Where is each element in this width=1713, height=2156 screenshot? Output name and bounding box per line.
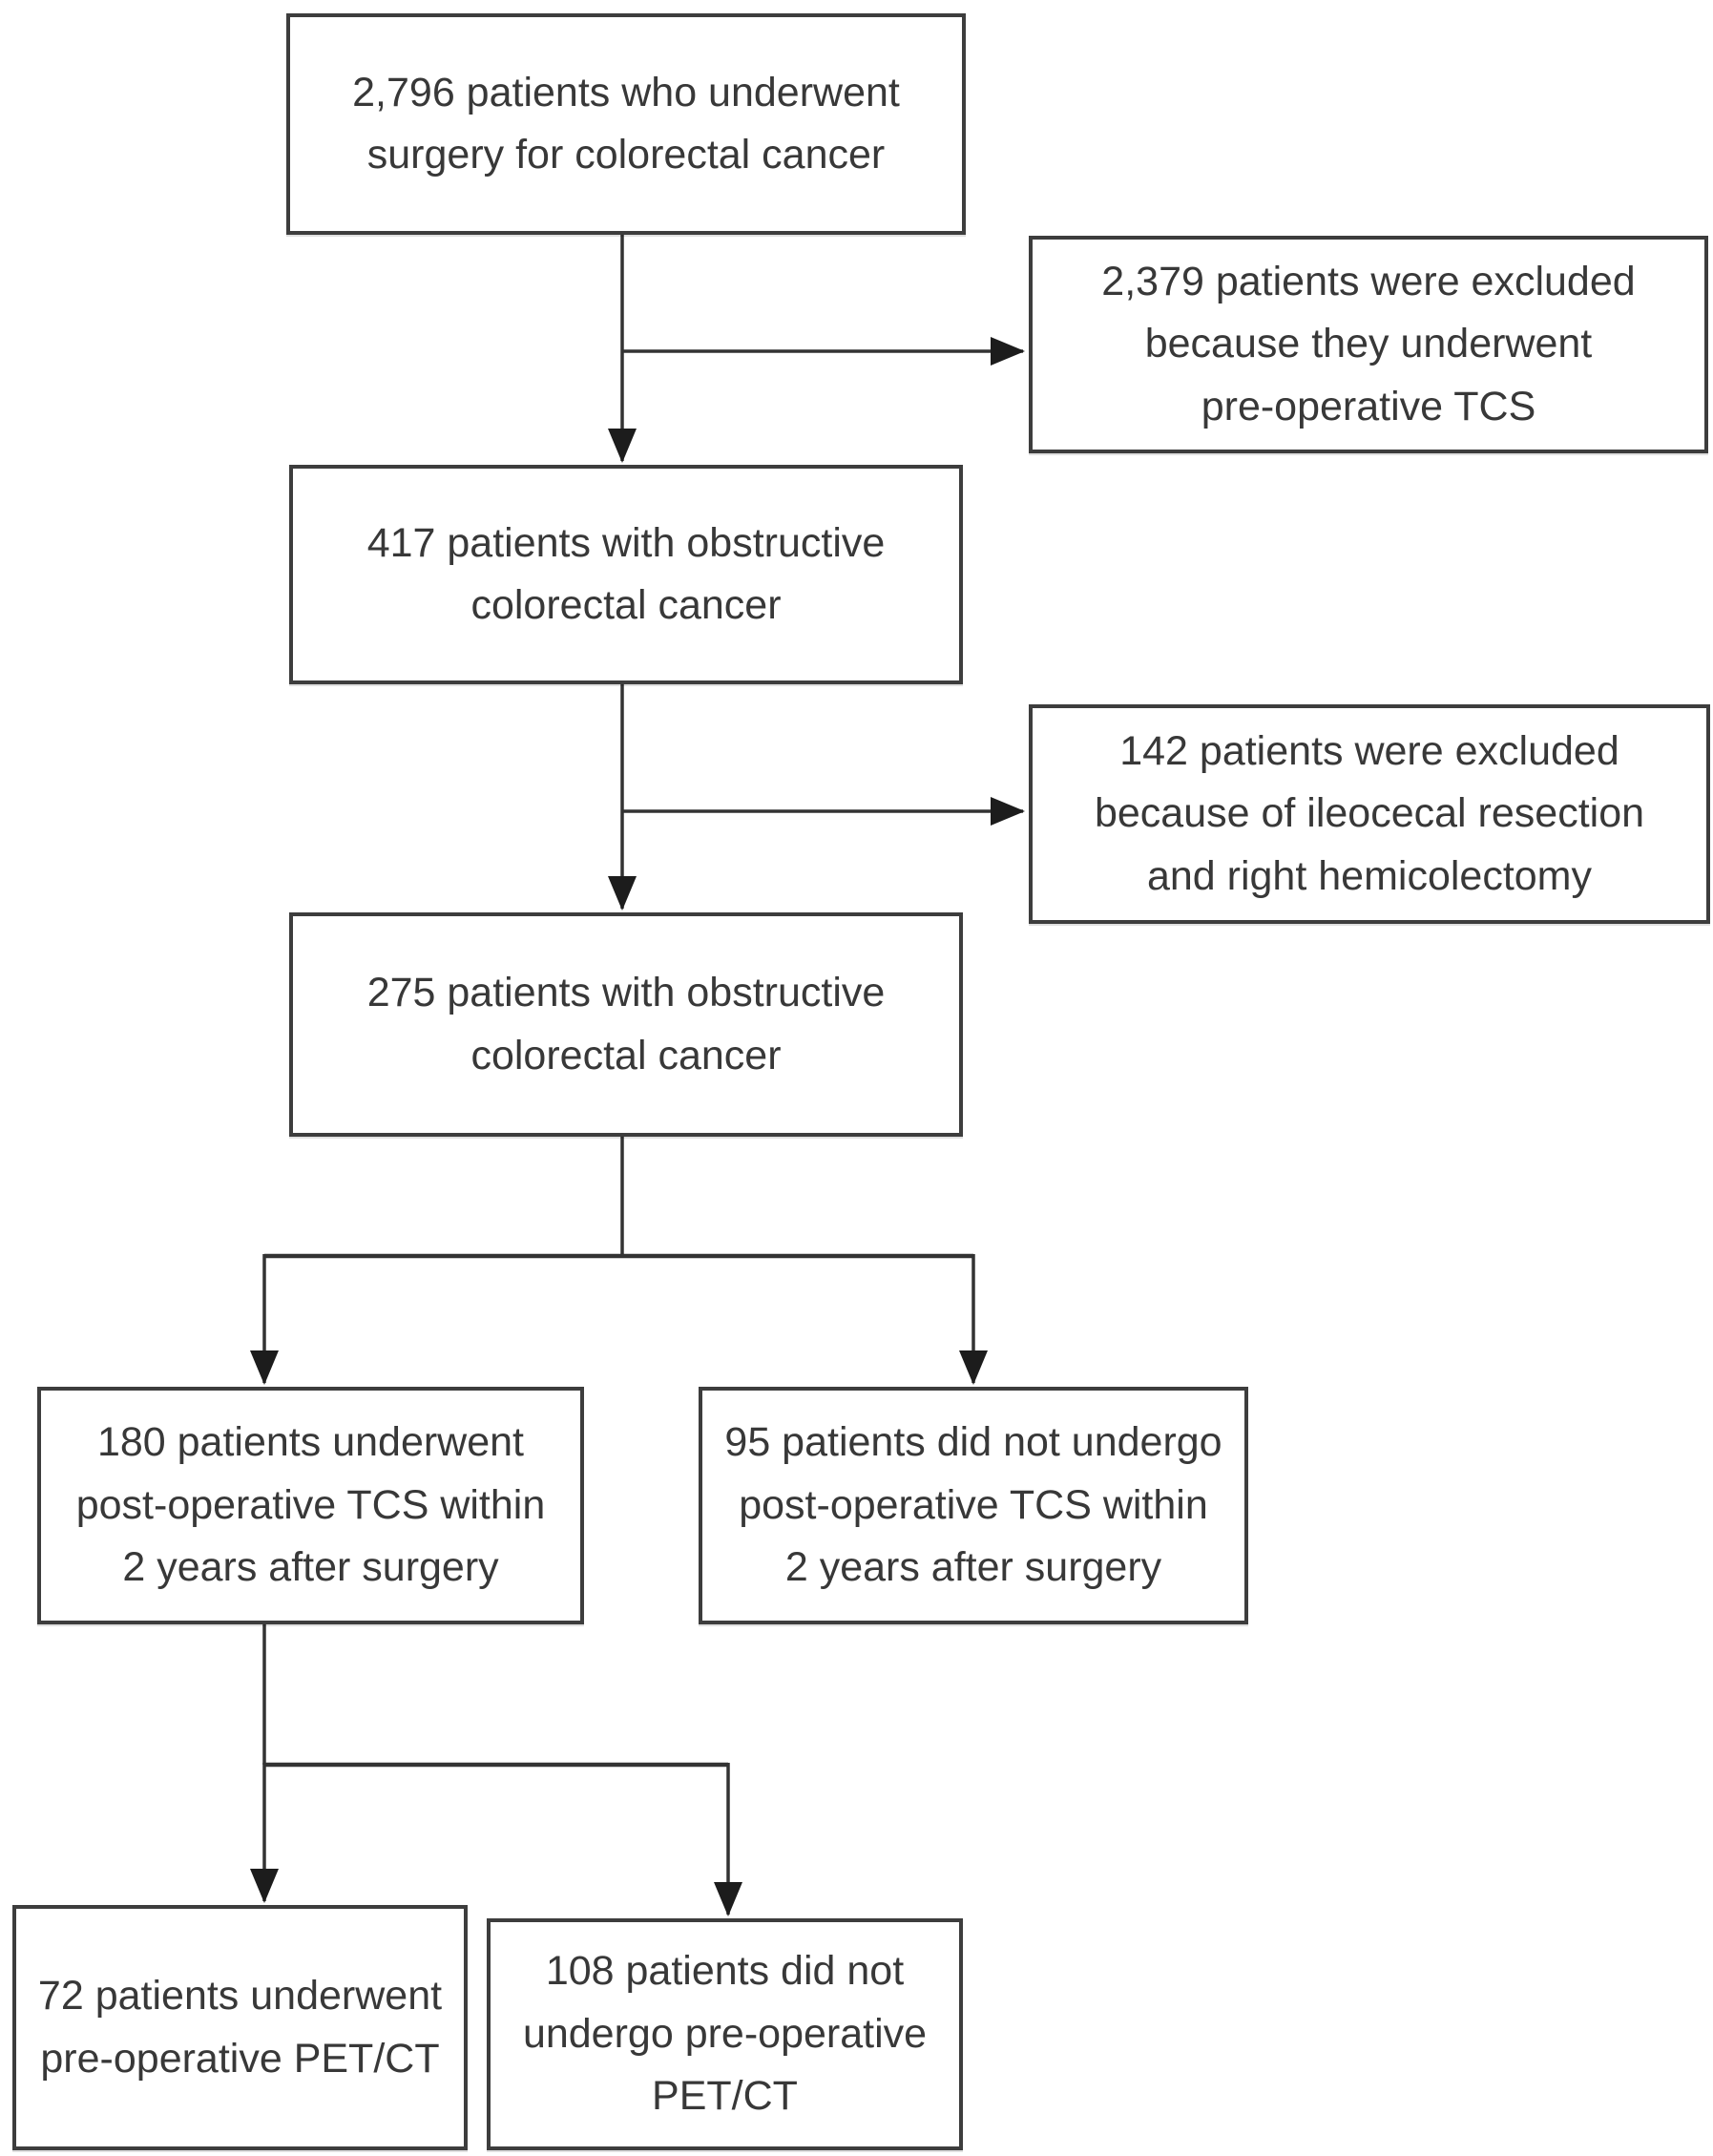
box-142-excluded-label: 142 patients were excluded because of il… bbox=[1094, 727, 1645, 899]
box-2796-surgery-label: 2,796 patients who underwent surgery for… bbox=[352, 69, 900, 178]
box-2796-surgery: 2,796 patients who underwent surgery for… bbox=[286, 13, 966, 235]
box-180-postop-tcs: 180 patients underwent post-operative TC… bbox=[37, 1387, 584, 1624]
box-95-no-postop-tcs: 95 patients did not undergo post-operati… bbox=[699, 1387, 1248, 1624]
box-2379-excluded-label: 2,379 patients were excluded because the… bbox=[1101, 258, 1636, 429]
box-417-obstructive-label: 417 patients with obstructive colorectal… bbox=[366, 519, 886, 628]
box-275-obstructive-label: 275 patients with obstructive colorectal… bbox=[366, 970, 886, 1078]
box-180-postop-tcs-label: 180 patients underwent post-operative TC… bbox=[75, 1419, 546, 1591]
box-95-no-postop-tcs-label: 95 patients did not undergo post-operati… bbox=[724, 1419, 1222, 1591]
box-108-no-petct: 108 patients did not undergo pre-operati… bbox=[487, 1918, 963, 2150]
box-72-petct-label: 72 patients underwent pre-operative PET/… bbox=[37, 1973, 443, 2082]
box-417-obstructive: 417 patients with obstructive colorectal… bbox=[289, 465, 963, 684]
box-275-obstructive: 275 patients with obstructive colorectal… bbox=[289, 912, 963, 1137]
box-108-no-petct-label: 108 patients did not undergo pre-operati… bbox=[522, 1948, 928, 2120]
box-2379-excluded: 2,379 patients were excluded because the… bbox=[1029, 236, 1708, 453]
box-72-petct: 72 patients underwent pre-operative PET/… bbox=[12, 1905, 468, 2150]
box-142-excluded: 142 patients were excluded because of il… bbox=[1029, 704, 1710, 924]
